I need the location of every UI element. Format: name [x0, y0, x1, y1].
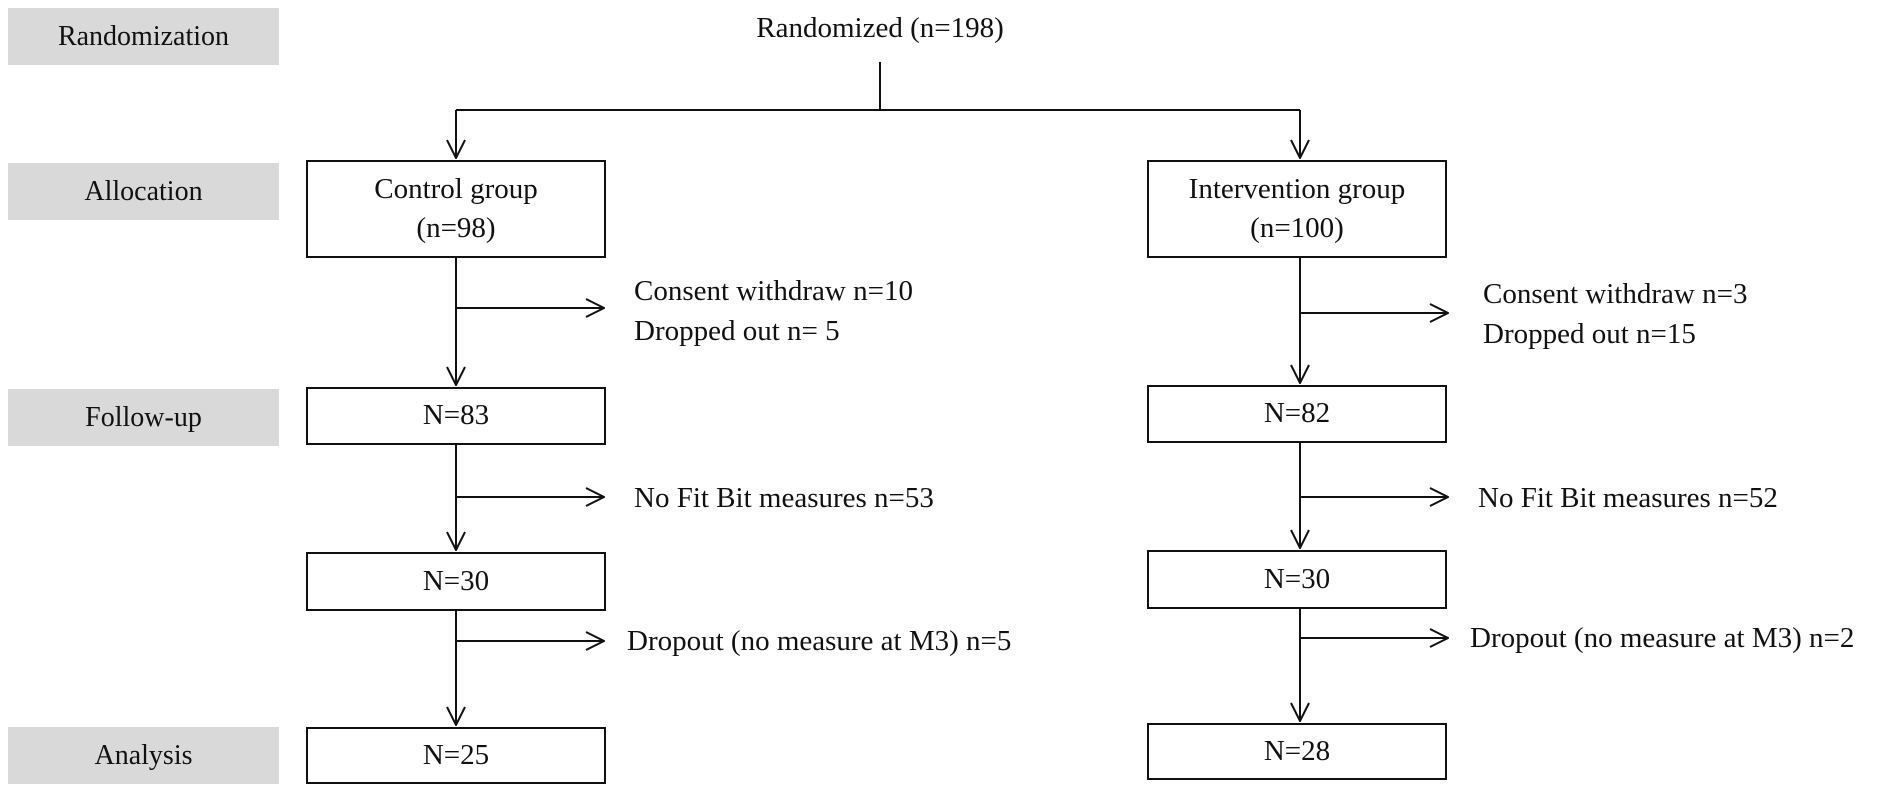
control-exclusion1: Consent withdraw n=10 Dropped out n= 5 — [634, 271, 913, 351]
control-exclusion3: Dropout (no measure at M3) n=5 — [627, 625, 1012, 657]
intervention-allocation-title: Intervention group — [1188, 172, 1406, 205]
randomized-label: Randomized (n=198) — [756, 12, 1004, 44]
intervention-dropped-out: Dropped out n=15 — [1483, 318, 1696, 350]
stage-label-randomization: Randomization — [8, 8, 279, 65]
intervention-allocation-box: Intervention group (n=100) — [1147, 160, 1447, 258]
control-exclusion2: No Fit Bit measures n=53 — [634, 482, 934, 514]
control-allocation-title: Control group — [374, 172, 538, 205]
intervention-followup-box: N=82 — [1147, 385, 1447, 443]
control-allocation-box: Control group (n=98) — [306, 160, 606, 258]
intervention-consent-withdraw: Consent withdraw n=3 — [1483, 278, 1748, 310]
control-analysis-n: N=25 — [422, 738, 490, 771]
control-followup-n: N=83 — [422, 399, 490, 432]
intervention-followup-n: N=82 — [1263, 397, 1331, 430]
intervention-exclusion1: Consent withdraw n=3 Dropped out n=15 — [1483, 274, 1747, 354]
stage-label-analysis: Analysis — [8, 727, 279, 784]
intervention-allocation-n: (n=100) — [1250, 212, 1344, 244]
intervention-analysis-n: N=28 — [1263, 734, 1331, 767]
intervention-exclusion3: Dropout (no measure at M3) n=2 — [1470, 622, 1855, 654]
control-measured-box: N=30 — [306, 552, 606, 611]
intervention-analysis-box: N=28 — [1147, 723, 1447, 780]
control-followup-box: N=83 — [306, 387, 606, 445]
control-dropped-out: Dropped out n= 5 — [634, 315, 840, 347]
control-measured-n: N=30 — [422, 564, 490, 597]
intervention-exclusion2: No Fit Bit measures n=52 — [1478, 482, 1778, 514]
control-analysis-box: N=25 — [306, 727, 606, 784]
control-allocation-n: (n=98) — [416, 212, 496, 244]
control-consent-withdraw: Consent withdraw n=10 — [634, 275, 913, 307]
intervention-measured-box: N=30 — [1147, 550, 1447, 609]
intervention-measured-n: N=30 — [1263, 562, 1331, 595]
stage-label-followup: Follow-up — [8, 389, 279, 446]
stage-label-allocation: Allocation — [8, 163, 279, 220]
